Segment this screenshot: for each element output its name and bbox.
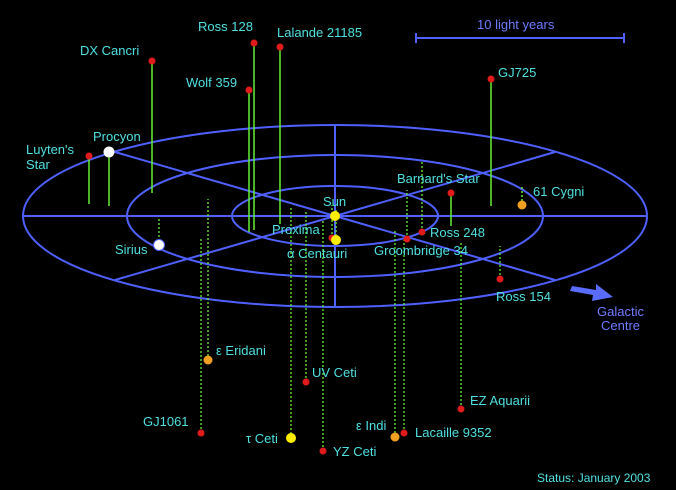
ross-128-marker bbox=[250, 39, 258, 47]
epsilon-indi-marker bbox=[390, 432, 400, 442]
procyon-marker bbox=[103, 146, 115, 158]
status-text: Status: January 2003 bbox=[537, 471, 651, 485]
wolf-359-marker bbox=[245, 86, 253, 94]
sirius-marker bbox=[153, 239, 165, 251]
alpha-centauri-label: α Centauri bbox=[287, 246, 347, 261]
galactic-centre-arrow-icon bbox=[570, 284, 613, 301]
epsilon-eridani-marker bbox=[203, 355, 213, 365]
dx-cancri-label: DX Cancri bbox=[80, 43, 139, 58]
uv-ceti-marker bbox=[302, 378, 310, 386]
ez-aquarii-marker bbox=[457, 405, 465, 413]
procyon-label: Procyon bbox=[93, 129, 141, 144]
direction-label-line1: Galactic bbox=[597, 304, 644, 319]
gj1061-label: GJ1061 bbox=[143, 414, 189, 429]
groombridge-34-marker bbox=[403, 235, 411, 243]
gj1061-marker bbox=[197, 429, 205, 437]
luytens-star-marker bbox=[85, 152, 93, 160]
ross-154-marker bbox=[496, 275, 504, 283]
scale-bar bbox=[415, 33, 625, 43]
epsilon-eridani-label: ε Eridani bbox=[216, 343, 266, 358]
yz-ceti-label: YZ Ceti bbox=[333, 444, 376, 459]
sun-marker bbox=[330, 211, 340, 221]
dx-cancri-marker bbox=[148, 57, 156, 65]
scale-label: 10 light years bbox=[477, 17, 555, 32]
tau-ceti-label: τ Ceti bbox=[246, 431, 278, 446]
61-cygni-marker bbox=[517, 200, 527, 210]
ross-154-label: Ross 154 bbox=[496, 289, 551, 304]
direction-label-line2: Centre bbox=[601, 318, 640, 333]
ez-aquarii-label: EZ Aquarii bbox=[470, 393, 530, 408]
lalande-21185-marker bbox=[276, 43, 284, 51]
ross-128-label: Ross 128 bbox=[198, 19, 253, 34]
alpha-centauri-marker bbox=[331, 235, 341, 245]
ross-248-marker bbox=[418, 228, 426, 236]
barnards-star-marker bbox=[447, 189, 455, 197]
sun-label: Sun bbox=[323, 194, 346, 209]
yz-ceti-marker bbox=[319, 447, 327, 455]
star-markers bbox=[85, 39, 527, 455]
uv-ceti-label: UV Ceti bbox=[312, 365, 357, 380]
tau-ceti-marker bbox=[286, 433, 296, 443]
lalande-21185-label: Lalande 21185 bbox=[277, 25, 362, 40]
epsilon-indi-label: ε Indi bbox=[356, 418, 386, 433]
groombridge-34-label: Groombridge 34 bbox=[374, 243, 468, 258]
luytens-star-label-line1: Luyten's bbox=[26, 142, 75, 157]
ross-248-label: Ross 248 bbox=[430, 225, 485, 240]
61-cygni-label: 61 Cygni bbox=[533, 184, 584, 199]
star-stems bbox=[88, 43, 523, 451]
gj725-marker bbox=[487, 75, 495, 83]
barnards-star-label: Barnard's Star bbox=[397, 171, 480, 186]
gj725-label: GJ725 bbox=[498, 65, 536, 80]
proxima-label: Proxima bbox=[272, 222, 320, 237]
wolf-359-label: Wolf 359 bbox=[186, 75, 237, 90]
sirius-label: Sirius bbox=[115, 242, 148, 257]
lacaille-9352-marker bbox=[400, 429, 408, 437]
lacaille-9352-label: Lacaille 9352 bbox=[415, 425, 492, 440]
luytens-star-label-line2: Star bbox=[26, 157, 51, 172]
